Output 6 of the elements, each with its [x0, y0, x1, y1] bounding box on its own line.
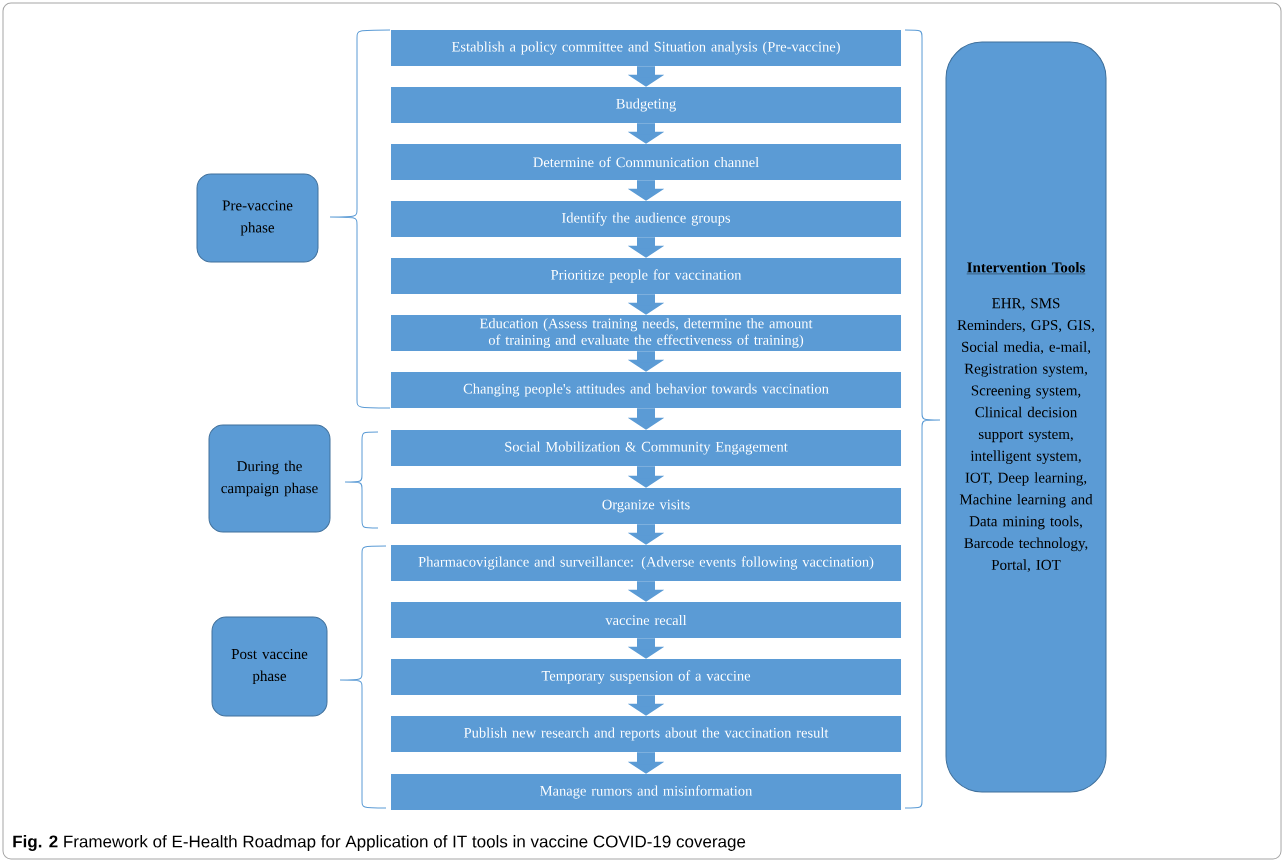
phase-box: Pre-vaccine phase — [196, 173, 319, 263]
phase-box: During the campaign phase — [208, 424, 331, 533]
tools-box: Intervention Tools EHR, SMS Reminders, GPS, GIS, Social media, e-mail, Registration system, Screening system, Clinical decision support system, intelligent system, IOT, Deep learning, Machine learning and Data mining tools, Barcode technology, Portal, IOT — [945, 41, 1107, 793]
caption: Fig. 2 Framework of E-Health Roadmap for Application of IT tools in vaccine COVID-19 coverage — [13, 835, 746, 851]
phase-box: Post vaccine phase — [211, 616, 328, 717]
step-box: Establish a policy committee and Situation analysis (Pre-vaccine) — [391, 30, 901, 66]
